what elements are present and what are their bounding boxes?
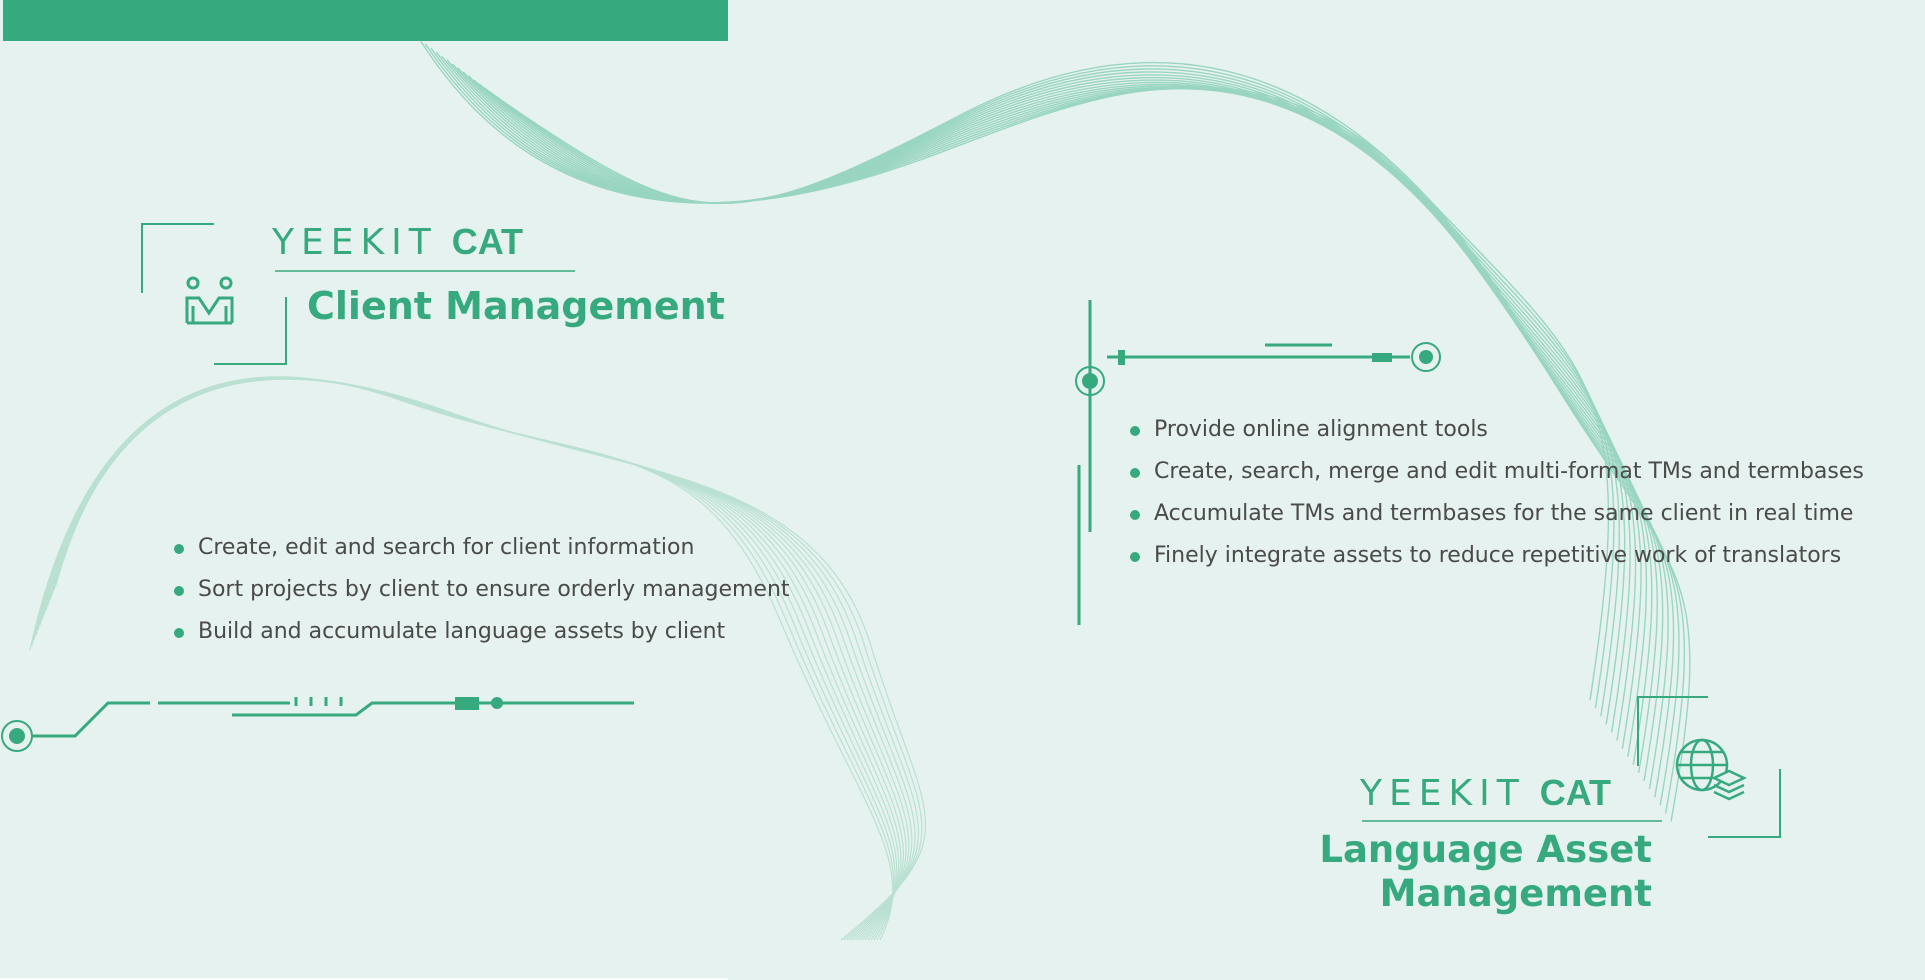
client-title: Client Management — [307, 284, 725, 328]
feature-text: Finely integrate assets to reduce repeti… — [1154, 543, 1842, 568]
wave-line — [49, 378, 916, 941]
list-item: Finely integrate assets to reduce repeti… — [1130, 535, 1864, 577]
wave-line — [37, 377, 900, 941]
asset-title-line2: Management — [1379, 872, 1652, 916]
wave-line — [29, 376, 894, 941]
wave-line — [47, 378, 913, 941]
circuit-line-left — [1, 697, 634, 752]
client-handshake-icon — [185, 276, 234, 325]
list-item: Sort projects by client to ensure orderl… — [174, 569, 790, 611]
client-brand-logo: YEEKIT — [272, 222, 438, 263]
bullet-dot — [1130, 468, 1140, 478]
bullet-dot — [1130, 552, 1140, 562]
wave-line — [43, 378, 907, 941]
wave-lines-upper — [419, 39, 1691, 822]
wave-line — [39, 378, 902, 941]
wave-line — [33, 377, 896, 941]
feature-text: Sort projects by client to ensure orderl… — [198, 577, 790, 602]
asset-brand-logo: YEEKIT — [1360, 773, 1526, 814]
feature-text: Accumulate TMs and termbases for the sam… — [1154, 501, 1854, 526]
feature-text: Build and accumulate language assets by … — [198, 619, 726, 644]
circuit-tick — [1118, 350, 1125, 365]
wave-line — [55, 377, 927, 941]
circuit-node-dot-right-2 — [1419, 350, 1433, 364]
wave-line — [53, 377, 923, 941]
asset-title: Language Asset Management — [1319, 828, 1652, 917]
list-item: Build and accumulate language assets by … — [174, 611, 790, 653]
circuit-block-right — [1372, 353, 1392, 362]
wave-lines-lower — [29, 376, 927, 941]
wave-line — [35, 377, 898, 941]
wave-line — [41, 378, 904, 941]
wave-line — [45, 378, 910, 941]
circuit-block — [455, 697, 479, 710]
feature-text: Create, search, merge and edit multi-for… — [1154, 459, 1864, 484]
client-frame — [141, 223, 287, 365]
circuit-node-dot — [9, 728, 25, 744]
bullet-dot — [174, 544, 184, 554]
feature-text: Provide online alignment tools — [1154, 417, 1488, 442]
client-feature-list: Create, edit and search for client infor… — [174, 527, 790, 653]
circuit-line-right — [1075, 300, 1441, 625]
asset-brand: YEEKIT CAT — [1360, 775, 1611, 812]
bullet-dot — [174, 586, 184, 596]
list-item: Provide online alignment tools — [1130, 409, 1864, 451]
globe-layers-icon — [1675, 738, 1747, 801]
asset-title-line1: Language Asset — [1319, 828, 1652, 871]
feature-text: Create, edit and search for client infor… — [198, 535, 695, 560]
client-brand-suffix: CAT — [451, 221, 524, 262]
bullet-dot — [174, 628, 184, 638]
list-item: Create, edit and search for client infor… — [174, 527, 790, 569]
wave-line — [500, 61, 1691, 822]
bottom-divider — [0, 978, 728, 980]
asset-feature-list: Provide online alignment tools Create, s… — [1130, 409, 1864, 577]
asset-frame — [1637, 696, 1781, 838]
wave-line — [51, 378, 920, 941]
wave-line — [31, 376, 895, 941]
circuit-dot — [491, 697, 503, 709]
circuit-node-dot-right — [1082, 373, 1098, 389]
bullet-dot — [1130, 510, 1140, 520]
client-brand: YEEKIT CAT — [272, 224, 523, 261]
asset-brand-suffix: CAT — [1539, 772, 1612, 813]
top-accent-bar — [3, 0, 728, 41]
bullet-dot — [1130, 426, 1140, 436]
list-item: Accumulate TMs and termbases for the sam… — [1130, 493, 1864, 535]
list-item: Create, search, merge and edit multi-for… — [1130, 451, 1864, 493]
